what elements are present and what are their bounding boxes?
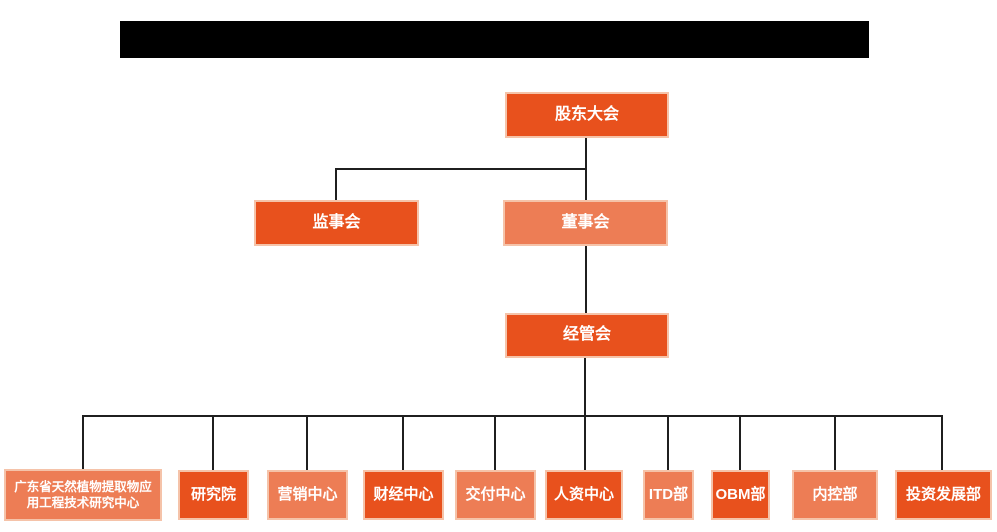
node-management-committee: 经管会: [505, 313, 669, 358]
node-hr-center: 人资中心: [545, 470, 623, 520]
node-gd-research-center: 广东省天然植物提取物应用工程技术研究中心: [4, 469, 162, 521]
node-obm-dept: OBM部: [711, 470, 770, 520]
connector-supervisors-drop: [335, 168, 337, 200]
node-internal-control-dept: 内控部: [792, 470, 878, 520]
node-investment-development-dept: 投资发展部: [895, 470, 992, 520]
connector-rail: [82, 415, 943, 417]
node-finance-center: 财经中心: [363, 470, 444, 520]
connector-drop-4: [402, 415, 404, 470]
connector-drop-1: [82, 415, 84, 470]
connector-drop-9: [834, 415, 836, 470]
connector-drop-3: [306, 415, 308, 470]
connector-drop-2: [212, 415, 214, 470]
node-board-of-directors: 董事会: [503, 200, 668, 246]
connector-management-feed: [584, 358, 586, 470]
node-marketing-center: 营销中心: [267, 470, 348, 520]
connector-branch-horizontal: [335, 168, 587, 170]
node-board-of-supervisors: 监事会: [254, 200, 419, 246]
redacted-title-bar: [120, 21, 869, 58]
connector-drop-5: [494, 415, 496, 470]
node-delivery-center: 交付中心: [455, 470, 536, 520]
node-itd-dept: ITD部: [643, 470, 694, 520]
connector-directors-management: [585, 246, 587, 313]
connector-drop-7: [667, 415, 669, 470]
connector-drop-8: [739, 415, 741, 470]
connector-drop-10: [941, 415, 943, 470]
node-research-institute: 研究院: [178, 470, 249, 520]
node-shareholders-meeting: 股东大会: [505, 92, 669, 138]
